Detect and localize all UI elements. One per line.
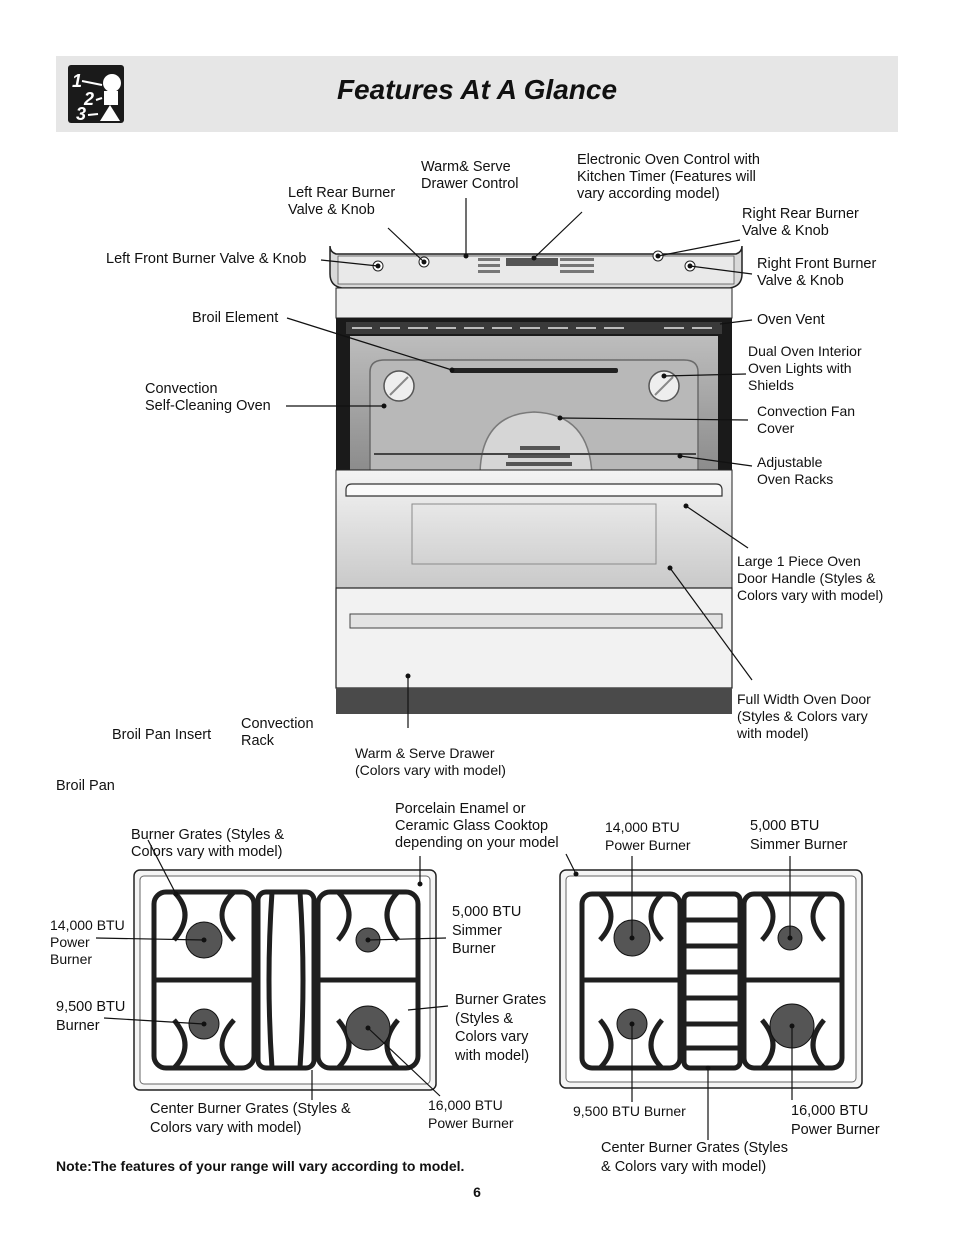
- label-left-burner-9500: 9,500 BTU Burner: [56, 999, 126, 1034]
- label-left-simmer-5000: 5,000 BTU Simmer Burner: [452, 904, 522, 957]
- page-title: Features At A Glance: [336, 74, 618, 105]
- label-burner-grates: Burner Grates (Styles & Colors vary with…: [131, 827, 285, 860]
- label-oven-vent: Oven Vent: [757, 312, 825, 328]
- label-full-width-door: Full Width Oven Door (Styles & Colors va…: [737, 691, 871, 741]
- label-left-power-16000: 16,000 BTU Power Burner: [428, 1097, 514, 1131]
- label-convection-rack: Convection Rack: [241, 716, 314, 749]
- label-right-center-grates: Center Burner Grates (Styles & Colors va…: [601, 1140, 788, 1175]
- label-electronic-control: Electronic Oven Control with Kitchen Tim…: [577, 152, 760, 202]
- label-left-front-burner: Left Front Burner Valve & Knob: [106, 251, 307, 267]
- label-door-handle: Large 1 Piece Oven Door Handle (Styles &…: [737, 553, 884, 603]
- broil-element: [450, 368, 618, 373]
- page-header: 1 2 3 Features At A Glance: [56, 56, 898, 132]
- label-right-power-16000: 16,000 BTU Power Burner: [791, 1103, 880, 1138]
- label-right-rear-burner: Right Rear Burner Valve & Knob: [742, 206, 859, 239]
- right-cooktop-illustration: [559, 853, 863, 1140]
- label-left-power-14000: 14,000 BTU Power Burner: [50, 917, 125, 967]
- left-cooktop-illustration: [95, 839, 449, 1100]
- svg-text:3: 3: [76, 104, 86, 123]
- label-adjustable-racks: Adjustable Oven Racks: [757, 454, 834, 487]
- label-right-burner-9500: 9,500 BTU Burner: [573, 1103, 686, 1119]
- page-number: 6: [473, 1184, 481, 1200]
- door-handle: [345, 483, 723, 497]
- label-broil-pan: Broil Pan: [56, 778, 115, 794]
- steps-123-icon: 1 2 3: [68, 65, 124, 124]
- label-right-power-14000: 14,000 BTU Power Burner: [605, 819, 691, 853]
- svg-text:1: 1: [72, 71, 82, 91]
- drawer-handle: [349, 613, 723, 629]
- label-left-rear-burner: Left Rear Burner Valve & Knob: [288, 185, 396, 218]
- label-right-front-burner: Right Front Burner Valve & Knob: [757, 256, 877, 289]
- label-convection-oven: Convection Self-Cleaning Oven: [145, 381, 271, 414]
- label-warm-serve-control: Warm& Serve Drawer Control: [421, 159, 519, 192]
- warm-serve-drawer: [335, 587, 733, 689]
- svg-text:2: 2: [83, 89, 94, 109]
- label-cooktop-surface: Porcelain Enamel or Ceramic Glass Cookto…: [395, 801, 559, 851]
- label-right-simmer-5000: 5,000 BTU Simmer Burner: [750, 818, 848, 853]
- electronic-display: [506, 258, 558, 266]
- page-note: Note:The features of your range will var…: [56, 1158, 465, 1174]
- label-broil-pan-insert: Broil Pan Insert: [112, 727, 212, 743]
- label-dual-lights: Dual Oven Interior Oven Lights with Shie…: [748, 343, 862, 393]
- oven-illustration: [286, 198, 753, 728]
- convection-fan-cover: [479, 411, 593, 477]
- label-warm-serve-drawer: Warm & Serve Drawer (Colors vary with mo…: [355, 745, 506, 778]
- label-broil-element: Broil Element: [192, 310, 279, 326]
- label-left-burner-grates-2: Burner Grates (Styles & Colors vary with…: [455, 992, 547, 1064]
- label-convection-fan: Convection Fan Cover: [757, 403, 856, 436]
- label-left-center-grates: Center Burner Grates (Styles & Colors va…: [150, 1101, 351, 1136]
